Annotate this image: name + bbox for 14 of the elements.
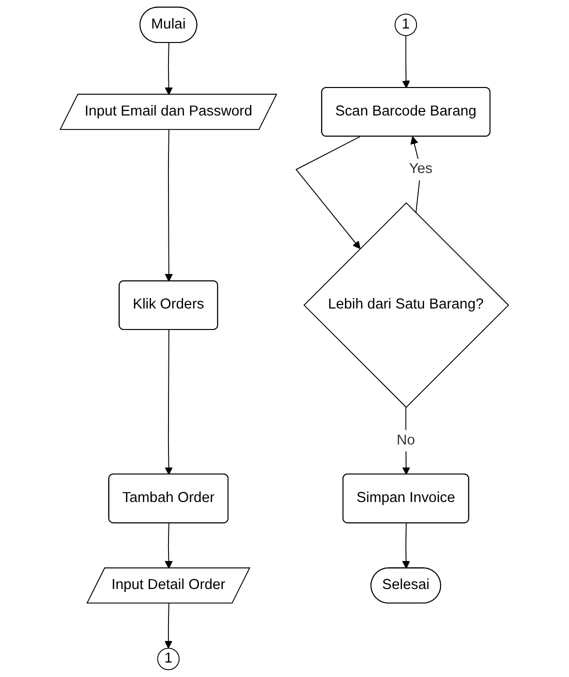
edge-label: Yes (409, 161, 433, 177)
arrow (296, 136, 361, 250)
arrow (402, 522, 410, 569)
arrow (410, 136, 422, 214)
node-circle: 1 (394, 14, 418, 36)
arrow (164, 603, 173, 649)
node-diamond: Lebih dari Satu Barang? (304, 202, 510, 408)
arrow (164, 42, 173, 96)
edge-label: No (396, 432, 416, 448)
node-circle: 1 (157, 648, 180, 670)
arrow (164, 330, 173, 475)
arrow (165, 129, 173, 282)
arrow (402, 35, 410, 88)
arrow (164, 522, 173, 569)
